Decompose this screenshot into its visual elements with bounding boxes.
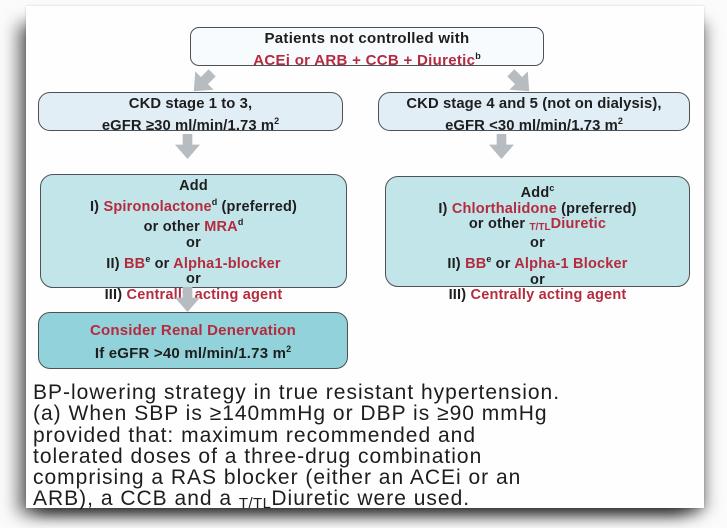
arrow-down-right-icon bbox=[498, 60, 542, 104]
add-item-2: II) BBe or Alpha-1 Blocker bbox=[386, 252, 689, 273]
drug-bb: BB bbox=[123, 255, 146, 272]
renal-egfr: If eGFR >40 ml/min/1.73 m bbox=[94, 345, 287, 362]
or-separator: or bbox=[186, 235, 201, 252]
ckd-1-3-line1: CKD stage 1 to 3, bbox=[128, 96, 253, 112]
item-mid: or bbox=[491, 255, 515, 272]
top-box-line1: Patients not controlled with bbox=[264, 30, 470, 47]
drug-spironolactone: Spironolactone bbox=[103, 198, 212, 215]
item-prefix: I) bbox=[438, 200, 452, 217]
or-separator: or bbox=[186, 271, 201, 288]
subscript-ttl: T/TL bbox=[529, 222, 551, 234]
renal-line2: If eGFR >40 ml/min/1.73 m2 bbox=[39, 340, 347, 363]
arrow-down-icon bbox=[486, 133, 517, 160]
ckd-4-5-line1: CKD stage 4 and 5 (not on dialysis), bbox=[406, 96, 662, 112]
or-separator: or bbox=[530, 271, 545, 288]
ckd-4-5-line2: eGFR <30 ml/min/1.73 m2 bbox=[379, 113, 689, 134]
subscript-ttl: T/TL bbox=[238, 495, 272, 513]
figure-card: Patients not controlled with ACEi or ARB… bbox=[26, 6, 704, 512]
add-item-1b: or other T/TLDiuretic bbox=[386, 217, 689, 236]
add-title: Addc bbox=[386, 181, 689, 202]
squared-sup: 2 bbox=[617, 115, 623, 126]
caption-line6-post: Diuretic were used. bbox=[271, 487, 471, 511]
arrow-down-icon bbox=[172, 286, 203, 313]
add-item-1: I) Spironolactoned (preferred) bbox=[41, 195, 346, 216]
add-item-1: I) Chlorthalidone (preferred) bbox=[386, 200, 689, 218]
drug-mra: MRA bbox=[204, 219, 238, 236]
renal-line1: Consider Renal Denervation bbox=[89, 322, 297, 339]
item-mid: or bbox=[150, 255, 174, 272]
squared-sup: 2 bbox=[286, 344, 292, 354]
item-suffix: (preferred) bbox=[556, 200, 637, 217]
caption-line4: tolerated doses of a three-drug combinat… bbox=[33, 444, 483, 468]
add-therapy-right-box: Addc I) Chlorthalidone (preferred) or ot… bbox=[385, 176, 690, 303]
or-separator: or bbox=[530, 235, 545, 252]
note-sup-b: b bbox=[475, 50, 481, 61]
figure-caption: BP-lowering strategy in true resistant h… bbox=[33, 382, 701, 515]
drug-centrally-acting-agent: Centrally acting agent bbox=[470, 287, 627, 304]
squared-sup: 2 bbox=[274, 115, 280, 126]
caption-line1: BP-lowering strategy in true resistant h… bbox=[33, 381, 561, 404]
add-title: Add bbox=[179, 178, 208, 194]
item-suffix: (preferred) bbox=[217, 198, 298, 215]
add-therapy-left-box: Add I) Spironolactoned (preferred) or ot… bbox=[40, 174, 347, 303]
item-prefix: I) bbox=[89, 198, 104, 215]
ckd-stage-4-5-box: CKD stage 4 and 5 (not on dialysis), eGF… bbox=[378, 92, 690, 134]
caption-line3: provided that: maximum recommended and bbox=[33, 423, 477, 447]
caption-line2: (a) When SBP is ≥140mmHg or DBP is ≥90 m… bbox=[33, 402, 548, 426]
drug-alpha1-blocker: Alpha1-blocker bbox=[173, 255, 281, 272]
ckd-stage-1-3-box: CKD stage 1 to 3, eGFR ≥30 ml/min/1.73 m… bbox=[38, 92, 343, 134]
add-item-1b: or other MRAd bbox=[41, 215, 346, 236]
note-sup-c: c bbox=[549, 183, 555, 193]
top-box-line2: ACEi or ARB + CCB + Diureticb bbox=[191, 48, 543, 70]
item-prefix: or other bbox=[143, 219, 205, 236]
item-prefix: or other bbox=[468, 216, 530, 233]
item-prefix: II) bbox=[447, 255, 466, 272]
drug-diuretic: Diuretic bbox=[550, 216, 607, 233]
renal-denervation-box: Consider Renal Denervation If eGFR >40 m… bbox=[38, 312, 348, 369]
item-prefix: II) bbox=[106, 255, 124, 272]
caption-line6-pre: ARB), a CCB and a bbox=[33, 487, 239, 511]
item-prefix: III) bbox=[104, 287, 127, 304]
drug-bb: BB bbox=[465, 255, 487, 272]
top-condition-box: Patients not controlled with ACEi or ARB… bbox=[190, 27, 544, 68]
note-sup-d: d bbox=[237, 217, 244, 228]
item-prefix: III) bbox=[448, 287, 471, 304]
add-item-2: II) BBe or Alpha1-blocker bbox=[41, 252, 346, 273]
caption-line6: ARB), a CCB and a T/TLDiuretic were used… bbox=[33, 488, 701, 514]
add-title-text: Add bbox=[520, 184, 550, 201]
note-sup-e: e bbox=[486, 254, 492, 265]
note-sup-e: e bbox=[145, 253, 151, 264]
top-box-drugs: ACEi or ARB + CCB + Diuretic bbox=[253, 51, 476, 69]
note-sup-d: d bbox=[211, 196, 218, 207]
drug-chlorthalidone: Chlorthalidone bbox=[451, 200, 557, 217]
drug-alpha1-blocker: Alpha-1 Blocker bbox=[514, 255, 628, 272]
ckd-4-5-egfr: eGFR <30 ml/min/1.73 m bbox=[445, 117, 618, 134]
add-item-3: III) Centrally acting agent bbox=[41, 287, 346, 304]
drug-centrally-acting-agent: Centrally acting agent bbox=[126, 287, 283, 304]
arrow-down-icon bbox=[172, 133, 203, 160]
add-item-3: III) Centrally acting agent bbox=[386, 288, 689, 304]
ckd-1-3-line2: eGFR ≥30 ml/min/1.73 m2 bbox=[39, 113, 342, 134]
caption-line5: comprising a RAS blocker (either an ACEi… bbox=[33, 466, 522, 490]
arrow-down-left-icon bbox=[181, 60, 225, 104]
ckd-1-3-egfr: eGFR ≥30 ml/min/1.73 m bbox=[101, 117, 275, 134]
